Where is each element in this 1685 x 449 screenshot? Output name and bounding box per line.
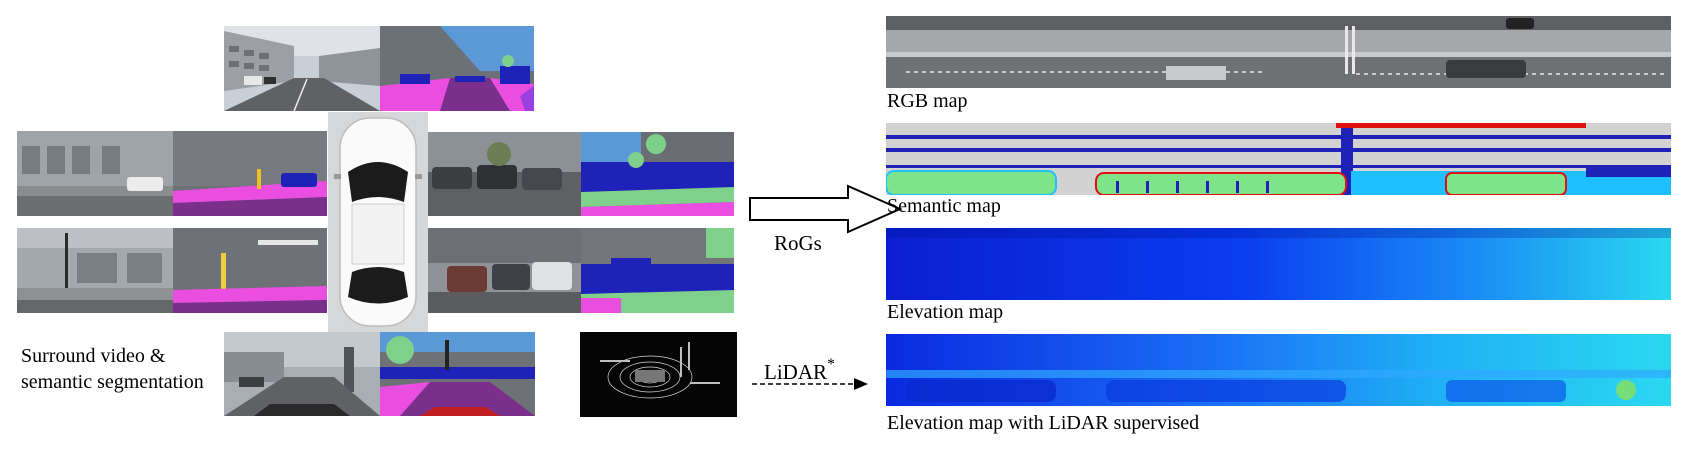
back-left-camera-rgb <box>17 228 173 313</box>
front-camera-rgb <box>224 26 380 111</box>
elevation-map-label: Elevation map <box>887 301 1003 323</box>
rear-camera-rgb <box>224 332 380 416</box>
semantic-map-image <box>886 123 1671 195</box>
lidar-label: LiDAR* <box>764 354 835 383</box>
lidar-label-text: LiDAR <box>764 360 827 384</box>
lidar-point-cloud <box>580 332 737 417</box>
rgb-map-label: RGB map <box>887 90 968 112</box>
front-camera-semantic <box>380 26 534 111</box>
back-left-camera-semantic <box>173 228 327 313</box>
ego-car-top-view <box>328 112 428 332</box>
back-right-camera-semantic <box>581 228 734 313</box>
elevation-lidar-map-label: Elevation map with LiDAR supervised <box>887 412 1199 434</box>
front-left-camera-rgb <box>17 131 173 216</box>
rogs-arrow <box>748 184 904 234</box>
surround-caption-line2: semantic segmentation <box>21 371 204 393</box>
elevation-map-image <box>886 228 1671 300</box>
rgb-map-image <box>886 16 1671 88</box>
rear-camera-semantic <box>380 332 535 416</box>
surround-caption-line1: Surround video & <box>21 345 165 367</box>
rogs-label: RoGs <box>774 232 822 254</box>
lidar-superscript: * <box>827 356 835 373</box>
semantic-map-label: Semantic map <box>887 195 1001 217</box>
back-right-camera-rgb <box>427 228 581 313</box>
elevation-lidar-map-image <box>886 334 1671 406</box>
front-right-camera-semantic <box>581 132 734 216</box>
front-left-camera-semantic <box>173 131 327 216</box>
front-right-camera-rgb <box>427 132 581 216</box>
